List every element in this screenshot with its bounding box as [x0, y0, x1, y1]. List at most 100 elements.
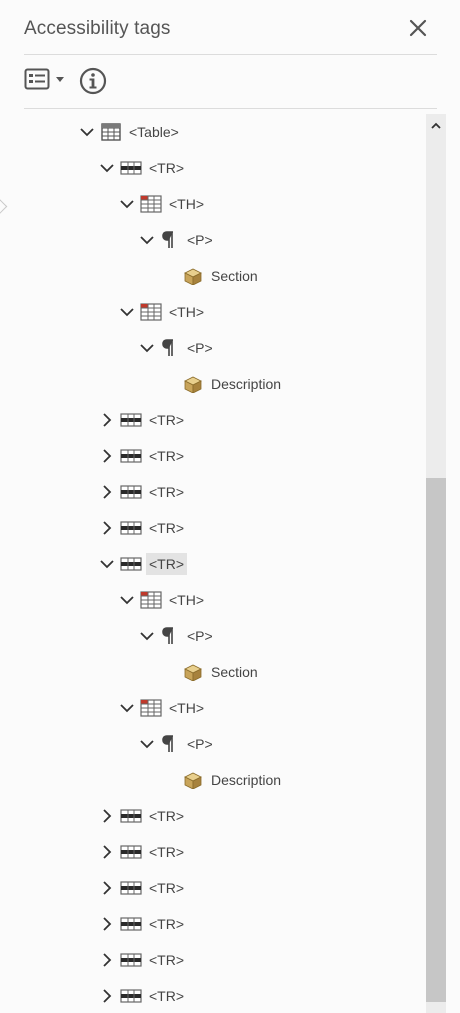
- table-icon: [100, 122, 122, 142]
- chevron-right-icon[interactable]: [98, 951, 116, 969]
- chevron-right-icon[interactable]: [98, 483, 116, 501]
- chevron-down-icon[interactable]: [118, 303, 136, 321]
- tree-row-tr[interactable]: <TR>: [98, 873, 187, 903]
- chevron-right-icon[interactable]: [98, 519, 116, 537]
- paragraph-icon: [160, 734, 176, 754]
- table-row-icon: [120, 410, 142, 430]
- chevron-right-icon[interactable]: [98, 807, 116, 825]
- tree-row-tr[interactable]: <TR>: [98, 945, 187, 975]
- close-icon: [409, 19, 427, 37]
- chevron-down-icon[interactable]: [138, 627, 156, 645]
- tree-item-label: <TR>: [149, 808, 185, 824]
- table-row-icon: [120, 842, 142, 862]
- chevron-right-icon[interactable]: [98, 843, 116, 861]
- table-row-icon: [120, 986, 142, 1006]
- tree-item-label: <TH>: [169, 196, 205, 212]
- tree-row-p[interactable]: <P>: [138, 225, 216, 255]
- tree-item-label: <TR>: [149, 844, 185, 860]
- tree-item-label: Section: [211, 664, 258, 680]
- table-header-cell-icon: [140, 698, 162, 718]
- info-button[interactable]: [78, 66, 108, 96]
- tree-item-label: <TR>: [149, 988, 185, 1004]
- table-row-icon: [120, 482, 142, 502]
- tree-item-label: <TR>: [149, 880, 185, 896]
- tree-row-table[interactable]: <Table>: [78, 117, 182, 147]
- tree-item-label: <TR>: [149, 448, 185, 464]
- tree-row-p[interactable]: <P>: [138, 729, 216, 759]
- paragraph-icon: [160, 338, 176, 358]
- tree-item-label: Section: [211, 268, 258, 284]
- tree-item-label: Description: [211, 772, 282, 788]
- panel-title: Accessibility tags: [24, 18, 171, 39]
- tree-row-tr[interactable]: <TR>: [98, 549, 188, 579]
- chevron-down-icon[interactable]: [78, 123, 96, 141]
- chevron-down-icon[interactable]: [118, 591, 136, 609]
- tree-item-label: <TR>: [149, 916, 185, 932]
- tree-item-label: <P>: [187, 736, 213, 752]
- scrollbar-thumb[interactable]: [426, 478, 446, 1002]
- chevron-up-icon: [431, 122, 441, 129]
- chevron-right-icon[interactable]: [98, 915, 116, 933]
- chevron-down-icon[interactable]: [138, 231, 156, 249]
- chevron-right-icon[interactable]: [98, 411, 116, 429]
- tree-row-tr[interactable]: <TR>: [98, 513, 187, 543]
- tree-row-th[interactable]: <TH>: [118, 189, 207, 219]
- tag-tree: <Table> <TR> <TH> <P> Section <TH> <P> Descript…: [0, 114, 425, 1013]
- chevron-down-icon[interactable]: [118, 195, 136, 213]
- tree-row-tr[interactable]: <TR>: [98, 801, 187, 831]
- table-row-icon: [120, 950, 142, 970]
- chevron-right-icon[interactable]: [98, 879, 116, 897]
- table-header-cell-icon: [140, 302, 162, 322]
- table-row-icon: [120, 158, 142, 178]
- tree-row-th[interactable]: <TH>: [118, 297, 207, 327]
- tree-row-content[interactable]: Description: [182, 369, 284, 399]
- tree-row-tr[interactable]: <TR>: [98, 909, 187, 939]
- toolbar-divider: [24, 108, 437, 109]
- tree-row-p[interactable]: <P>: [138, 333, 216, 363]
- paragraph-icon: [160, 626, 176, 646]
- tree-row-p[interactable]: <P>: [138, 621, 216, 651]
- paragraph-icon: [160, 230, 176, 250]
- tree-row-tr[interactable]: <TR>: [98, 441, 187, 471]
- tree-row-tr[interactable]: <TR>: [98, 477, 187, 507]
- tree-item-label: <TR>: [149, 484, 185, 500]
- scroll-up-button[interactable]: [426, 116, 446, 136]
- tree-item-label: <TR>: [149, 952, 185, 968]
- chevron-right-icon[interactable]: [98, 987, 116, 1005]
- tree-item-label: <TH>: [169, 592, 205, 608]
- options-menu-icon: [24, 68, 64, 90]
- tree-row-th[interactable]: <TH>: [118, 693, 207, 723]
- tree-row-content[interactable]: Section: [182, 657, 261, 687]
- content-box-icon: [182, 374, 204, 394]
- options-menu-button[interactable]: [24, 66, 70, 94]
- tree-row-content[interactable]: Section: [182, 261, 261, 291]
- chevron-right-icon[interactable]: [98, 447, 116, 465]
- table-row-icon: [120, 806, 142, 826]
- table-row-icon: [120, 914, 142, 934]
- chevron-down-icon[interactable]: [98, 555, 116, 573]
- tree-item-label: <P>: [187, 340, 213, 356]
- content-box-icon: [182, 770, 204, 790]
- chevron-down-icon[interactable]: [118, 699, 136, 717]
- tree-row-tr[interactable]: <TR>: [98, 981, 187, 1011]
- tree-item-label: <TR>: [149, 520, 185, 536]
- tree-item-label: <P>: [187, 628, 213, 644]
- content-box-icon: [182, 266, 204, 286]
- tree-row-th[interactable]: <TH>: [118, 585, 207, 615]
- close-button[interactable]: [404, 14, 432, 42]
- tree-item-label: <P>: [187, 232, 213, 248]
- table-header-cell-icon: [140, 590, 162, 610]
- tree-row-tr[interactable]: <TR>: [98, 405, 187, 435]
- chevron-down-icon[interactable]: [98, 159, 116, 177]
- tree-row-tr[interactable]: <TR>: [98, 837, 187, 867]
- tree-item-label: <TH>: [169, 700, 205, 716]
- tree-item-label: <TH>: [169, 304, 205, 320]
- tree-item-label: <Table>: [129, 124, 179, 140]
- chevron-down-icon[interactable]: [138, 339, 156, 357]
- table-row-icon: [120, 446, 142, 466]
- tree-row-content[interactable]: Description: [182, 765, 284, 795]
- content-box-icon: [182, 662, 204, 682]
- tree-row-tr[interactable]: <TR>: [98, 153, 187, 183]
- chevron-down-icon[interactable]: [138, 735, 156, 753]
